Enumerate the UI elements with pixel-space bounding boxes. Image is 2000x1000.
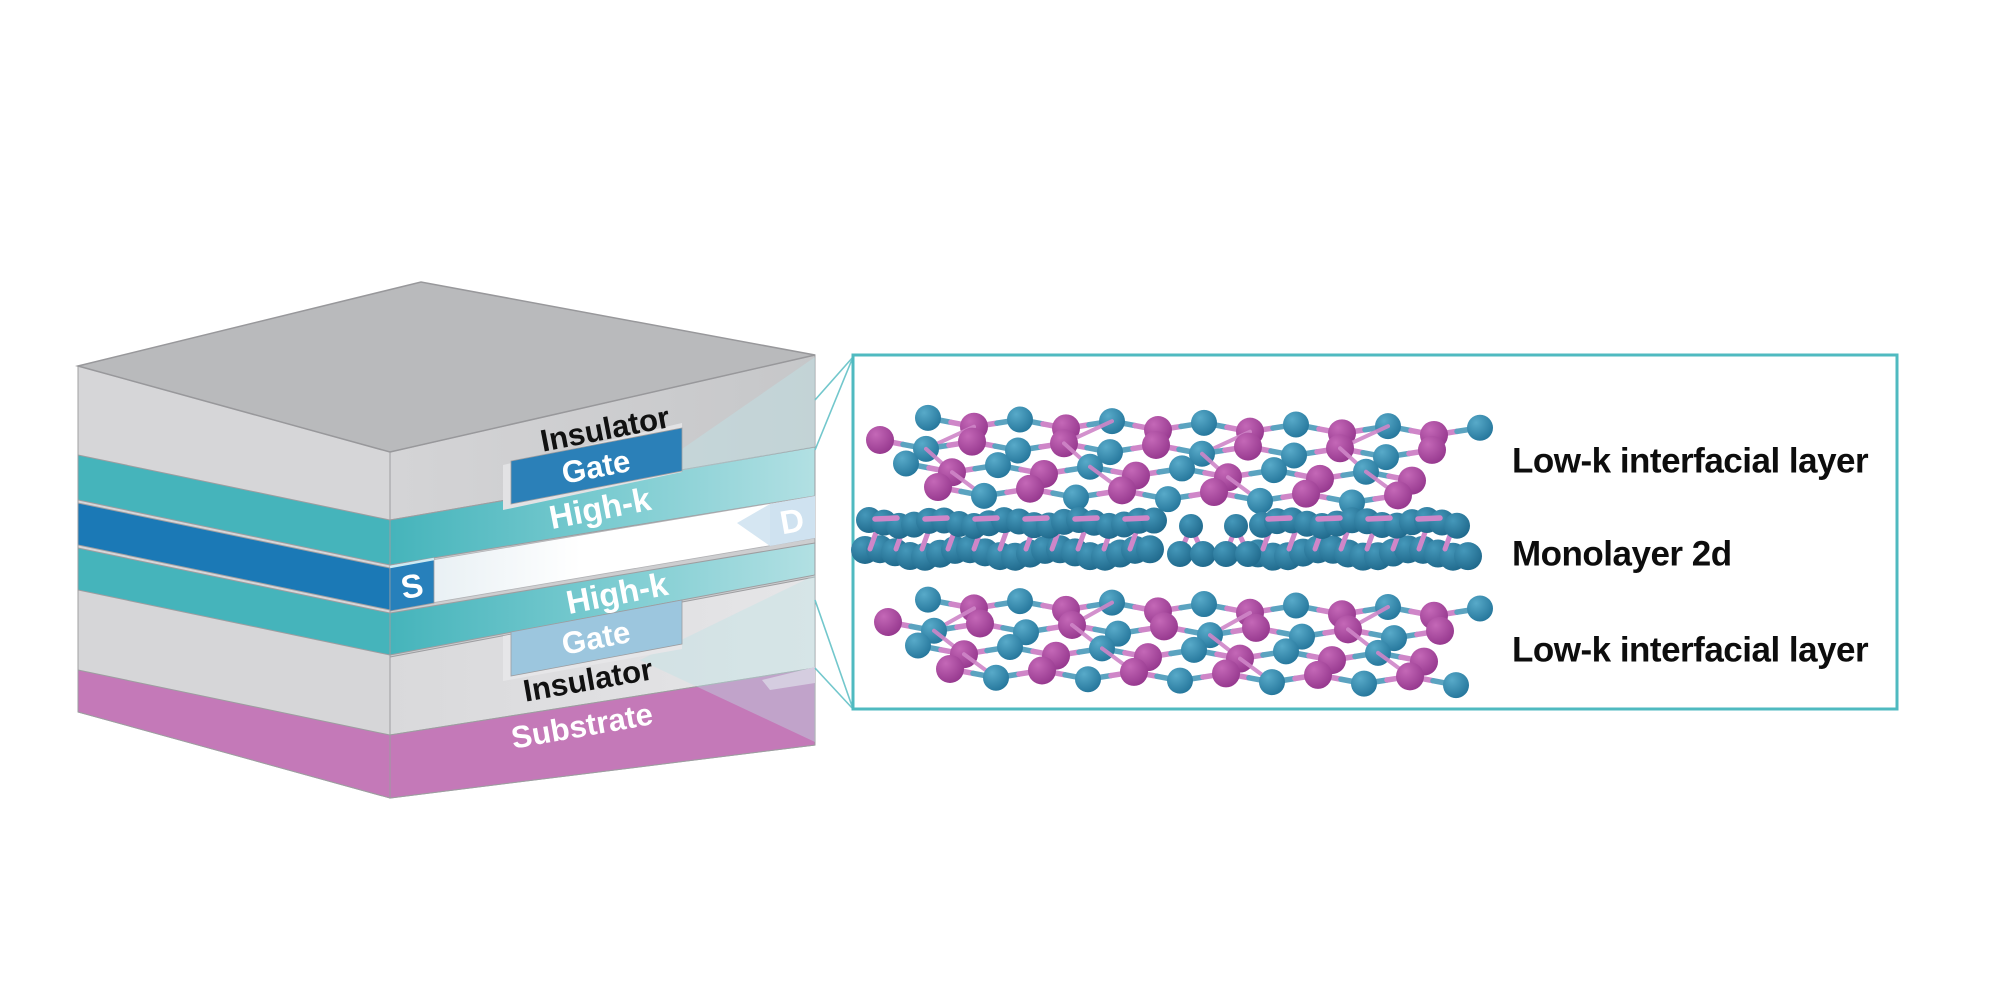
zoom-cone-lower-wash	[640, 575, 815, 742]
lowk-lattice-bottom	[874, 586, 1493, 699]
zoom-line-top-a	[814, 356, 854, 401]
zoom-cone-upper-wash	[640, 357, 815, 478]
drain-contact	[770, 496, 815, 546]
panel-label-lowk-bottom: Low-k interfacial layer	[1512, 631, 1869, 670]
panel-label-monolayer: Monolayer 2d	[1512, 535, 1732, 574]
high-k-bottom-right-band	[389, 542, 816, 656]
lowk-lattice-top	[866, 404, 1493, 516]
zoom-line-bottom-b	[814, 667, 854, 710]
monolayer-2d-lattice	[851, 507, 1482, 571]
substrate-top-sliver	[762, 667, 815, 690]
source-contact-highlight	[389, 557, 435, 569]
zoom-line-bottom-a	[814, 599, 854, 710]
panel-label-lowk-top: Low-k interfacial layer	[1512, 442, 1869, 481]
stack-top-face	[75, 281, 816, 453]
substrate-right-band	[389, 667, 816, 799]
gate-top-electrode	[510, 427, 683, 505]
gate-bottom-electrode	[510, 599, 683, 677]
zoom-line-top-b	[814, 356, 854, 451]
drain-beam	[737, 504, 770, 546]
